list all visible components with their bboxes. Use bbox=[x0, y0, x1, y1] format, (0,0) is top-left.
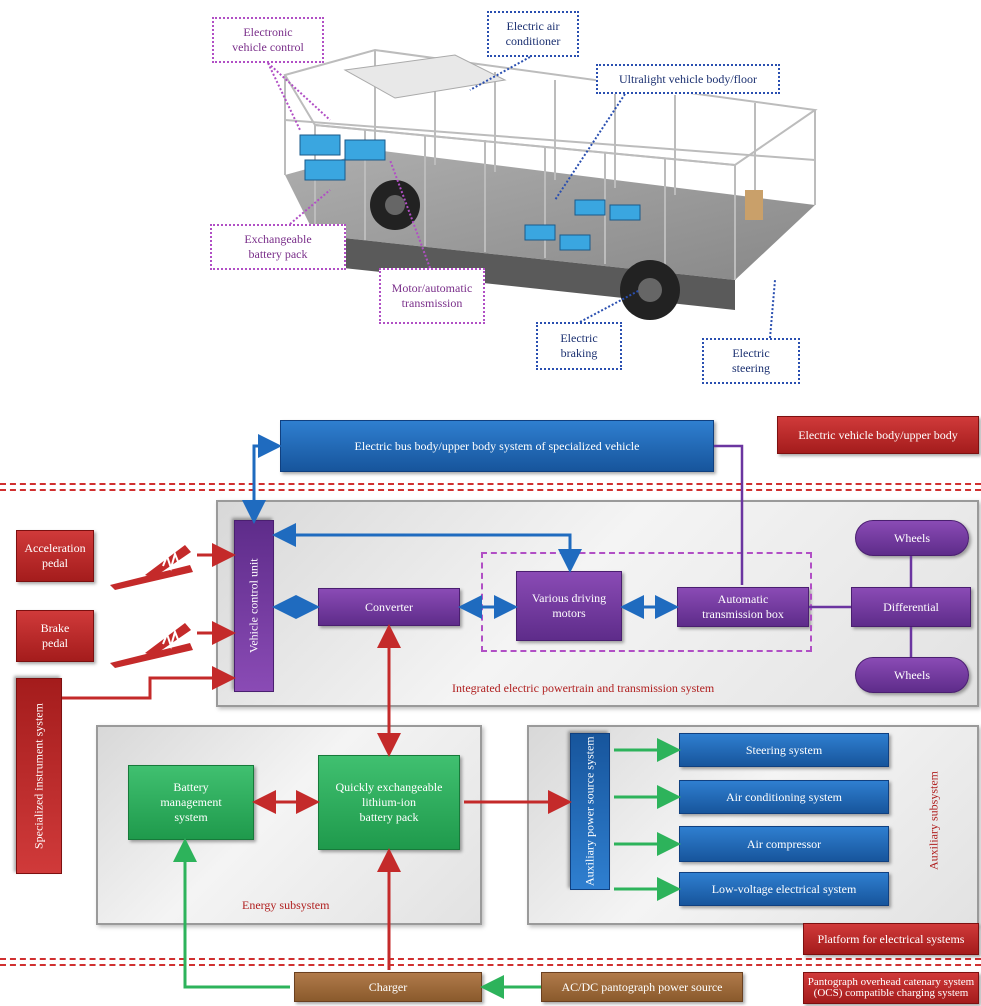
converter: Converter bbox=[318, 588, 460, 626]
motor-transmission-group bbox=[481, 552, 812, 652]
separator-top bbox=[0, 483, 981, 485]
separator-bottom-2 bbox=[0, 964, 981, 966]
brake-pedal-icon bbox=[105, 618, 197, 668]
charger: Charger bbox=[294, 972, 482, 1002]
steering-system: Steering system bbox=[679, 733, 889, 767]
acceleration-pedal-label: Acceleration pedal bbox=[16, 530, 94, 582]
separator-bottom bbox=[0, 958, 981, 960]
transmission-box: Automatic transmission box bbox=[677, 587, 809, 627]
wheels-top: Wheels bbox=[855, 520, 969, 556]
battery-management-system: Battery management system bbox=[128, 765, 254, 840]
brake-pedal-label: Brake pedal bbox=[16, 610, 94, 662]
specialized-instrument-system: Specialized instrument system bbox=[16, 678, 62, 874]
acceleration-pedal-icon bbox=[105, 540, 197, 590]
separator-top-2 bbox=[0, 489, 981, 491]
bus-illustration bbox=[255, 10, 825, 350]
differential: Differential bbox=[851, 587, 971, 627]
callout-electronic-vehicle-control: Electronic vehicle control bbox=[212, 17, 324, 63]
auxiliary-power-source: Auxiliary power source system bbox=[570, 733, 610, 890]
low-voltage-system: Low-voltage electrical system bbox=[679, 872, 889, 906]
callout-electric-braking: Electric braking bbox=[536, 322, 622, 370]
battery-pack: Quickly exchangeable lithium-ion battery… bbox=[318, 755, 460, 850]
pantograph-source: AC/DC pantograph power source bbox=[541, 972, 743, 1002]
energy-caption: Energy subsystem bbox=[242, 898, 330, 912]
callout-motor-transmission: Motor/automatic transmission bbox=[379, 268, 485, 324]
bus-body-system: Electric bus body/upper body system of s… bbox=[280, 420, 714, 472]
callout-ultralight-body: Ultralight vehicle body/floor bbox=[596, 64, 780, 94]
vehicle-control-unit: Vehicle control unit bbox=[234, 520, 274, 692]
callout-electric-steering: Electric steering bbox=[702, 338, 800, 384]
callout-electric-air-conditioner: Electric air conditioner bbox=[487, 11, 579, 57]
driving-motors: Various driving motors bbox=[516, 571, 622, 641]
auxiliary-subsystem-label: Auxiliary subsystem bbox=[926, 771, 941, 871]
powertrain-caption: Integrated electric powertrain and trans… bbox=[452, 681, 715, 695]
wheels-bottom: Wheels bbox=[855, 657, 969, 693]
air-compressor: Air compressor bbox=[679, 826, 889, 862]
air-conditioning-system: Air conditioning system bbox=[679, 780, 889, 814]
pantograph-ocs: Pantograph overhead catenary system (OCS… bbox=[803, 972, 979, 1004]
platform-label: Platform for electrical systems bbox=[803, 923, 979, 955]
callout-exchangeable-battery: Exchangeable battery pack bbox=[210, 224, 346, 270]
ev-body-label: Electric vehicle body/upper body bbox=[777, 416, 979, 454]
